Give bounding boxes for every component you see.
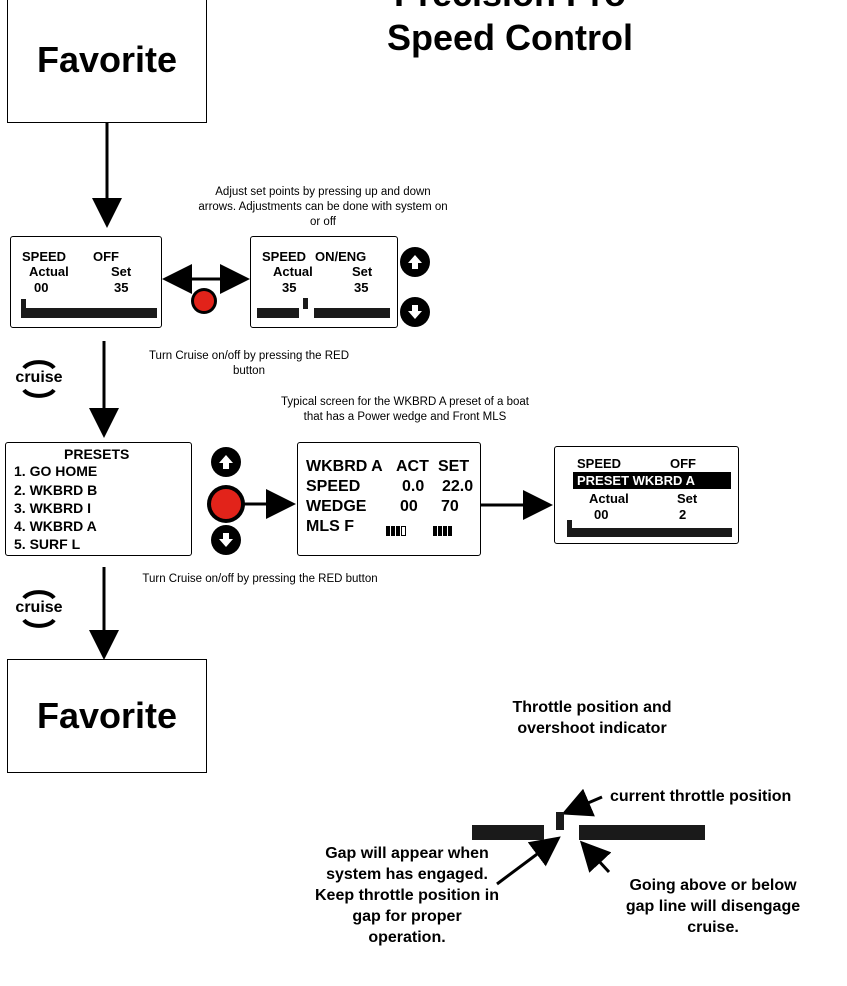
presets-screen: PRESETS 1. GO HOME 2. WKBRD B 3. WKBRD I…: [5, 442, 192, 556]
wk-row-label: MLS F: [306, 518, 354, 535]
status-label: SPEED: [22, 249, 67, 264]
arrow-down-icon[interactable]: [400, 297, 430, 327]
preset-highlight: PRESET WKBRD A: [573, 472, 731, 489]
wk-row-set: 70: [441, 498, 459, 515]
throttle-bar-left: [257, 308, 299, 318]
favorite-label: Favorite: [36, 38, 178, 80]
screen-speed-on: SPEED ON/ENG Actual Set 35 35: [250, 236, 398, 328]
status-value: ON/ENG: [315, 249, 367, 264]
set-value: 2: [679, 507, 687, 522]
preset-line: PRESET WKBRD A: [577, 473, 695, 488]
cruise-label: cruise: [15, 369, 63, 386]
screen-speed-off: SPEED OFF Actual Set 00 35: [10, 236, 162, 328]
arrow-above-note: [579, 840, 612, 874]
wk-header-act: ACT: [396, 458, 429, 475]
throttle-current-marker: [556, 812, 564, 830]
actual-value: 35: [282, 280, 297, 295]
preset-item[interactable]: 1. GO HOME: [14, 463, 98, 479]
actual-label: Actual: [29, 264, 69, 279]
favorite-label: Favorite: [36, 695, 178, 736]
status-value: OFF: [93, 249, 119, 264]
set-label: Set: [677, 491, 698, 506]
throttle-bar-left: [472, 825, 544, 840]
throttle-marker: [21, 299, 26, 311]
mls-segment: [438, 526, 442, 536]
status-label: SPEED: [262, 249, 307, 264]
wk-row-act: 0.0: [402, 478, 425, 495]
wk-header-name: WKBRD A: [306, 458, 383, 475]
screen-preset-active: SPEED OFF PRESET WKBRD A Actual Set 00 2: [554, 446, 739, 544]
current-throttle-label: current throttle position: [610, 788, 792, 805]
mls-segment: [396, 526, 400, 536]
status-value: OFF: [670, 456, 696, 471]
mls-segment: [433, 526, 437, 536]
arrow-up-icon[interactable]: [211, 447, 241, 477]
mls-set-meter: [433, 523, 453, 541]
favorite-box-bottom: Favorite: [7, 659, 207, 773]
set-label: Set: [111, 264, 132, 279]
throttle-bar: [21, 308, 157, 318]
arrow-up-icon[interactable]: [400, 247, 430, 277]
adjust-note: Adjust set points by pressing up and dow…: [198, 186, 448, 228]
preset-item[interactable]: 5. SURF L: [14, 536, 81, 552]
red-button-icon[interactable]: [191, 288, 217, 314]
presets-header: PRESETS: [64, 446, 130, 462]
arrow-down-icon[interactable]: [211, 525, 241, 555]
cruise-label: cruise: [15, 599, 63, 616]
title-line-1: Precision Pro: [300, 0, 720, 16]
throttle-bar-right: [314, 308, 390, 318]
actual-value: 00: [594, 507, 609, 522]
throttle-marker: [567, 520, 572, 532]
typical-note: Typical screen for the WKBRD A preset of…: [280, 396, 529, 423]
title-line-2: Speed Control: [386, 17, 633, 58]
cruise-icon[interactable]: cruise: [14, 357, 64, 401]
mls-segment: [386, 526, 390, 536]
cruise-icon[interactable]: cruise: [14, 587, 64, 631]
above-below-note: Going above or below gap line will disen…: [625, 877, 801, 936]
arrow-current-throttle: [561, 788, 603, 817]
wkbrd-screen: WKBRD A ACT SET SPEED 0.0 22.0 WEDGE 00 …: [297, 442, 481, 556]
throttle-bar-right: [579, 825, 705, 840]
diagram-title: Precision Pro Speed Control: [300, 0, 720, 60]
preset-item[interactable]: 4. WKBRD A: [14, 518, 97, 534]
mls-segment: [448, 526, 452, 536]
wk-row-set: 22.0: [442, 478, 474, 495]
preset-item[interactable]: 2. WKBRD B: [14, 482, 98, 498]
arrow-gap-note: [496, 836, 561, 886]
mls-segment: [401, 526, 406, 536]
red-button-icon[interactable]: [207, 485, 245, 523]
preset-item[interactable]: 3. WKBRD I: [14, 500, 91, 516]
set-value: 35: [114, 280, 129, 295]
wk-row-label: WEDGE: [306, 498, 367, 515]
actual-label: Actual: [273, 264, 313, 279]
throttle-bar: [567, 528, 732, 537]
throttle-title: Throttle position and overshoot indicato…: [512, 699, 672, 737]
mls-segment: [391, 526, 395, 536]
status-label: SPEED: [577, 456, 622, 471]
actual-label: Actual: [589, 491, 629, 506]
cruise-note-1: Turn Cruise on/off by pressing the RED b…: [148, 350, 350, 377]
wk-row-label: SPEED: [306, 478, 361, 495]
set-value: 35: [354, 280, 369, 295]
gap-note: Gap will appear when system has engaged.…: [315, 845, 499, 946]
mls-act-meter: [386, 523, 407, 541]
cruise-note-2: Turn Cruise on/off by pressing the RED b…: [142, 573, 378, 585]
favorite-box-top: Favorite: [7, 0, 207, 123]
wk-row-act: 00: [400, 498, 418, 515]
actual-value: 00: [34, 280, 49, 295]
set-label: Set: [352, 264, 373, 279]
wk-header-set: SET: [438, 458, 470, 475]
throttle-marker: [303, 298, 308, 309]
mls-segment: [443, 526, 447, 536]
